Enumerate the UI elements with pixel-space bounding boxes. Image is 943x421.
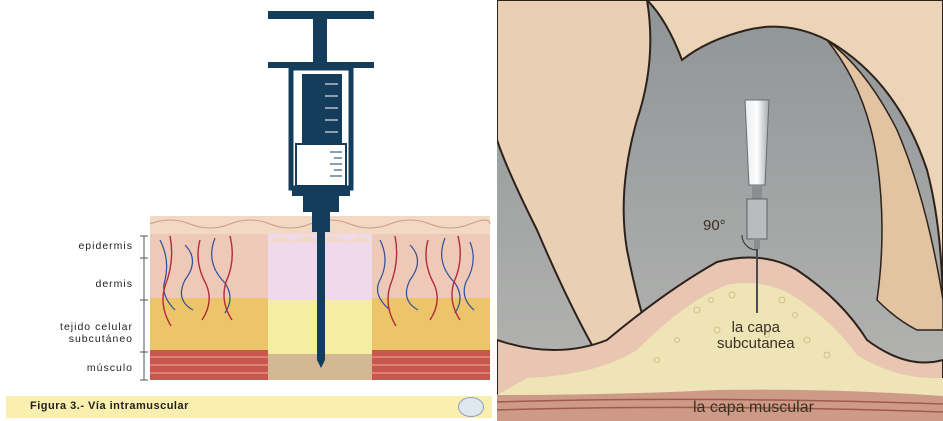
intramuscular-diagram: epidermis dermis tejido celular subcután…	[0, 0, 497, 421]
syringe-skin-illustration	[0, 0, 497, 421]
angle-label: 90°	[703, 218, 726, 234]
label-epidermis: epidermis	[78, 240, 133, 252]
label-muscle: músculo	[87, 362, 133, 374]
layer-brackets	[140, 236, 148, 380]
subcutaneous-injection-illustration: 90° la capa subcutanea la capa muscular	[497, 0, 943, 421]
figure-caption: Figura 3.- Vía intramuscular	[30, 400, 189, 412]
label-dermis: dermis	[95, 278, 133, 290]
pinched-skin-drawing	[497, 0, 943, 421]
figure-caption-bar: Figura 3.- Vía intramuscular	[6, 396, 492, 418]
subcutaneous-label: la capa subcutanea	[717, 320, 795, 352]
muscle-layer-label: la capa muscular	[693, 400, 814, 416]
publisher-logo-icon	[458, 397, 484, 417]
label-subcutaneous: tejido celular subcutáneo	[60, 321, 133, 345]
